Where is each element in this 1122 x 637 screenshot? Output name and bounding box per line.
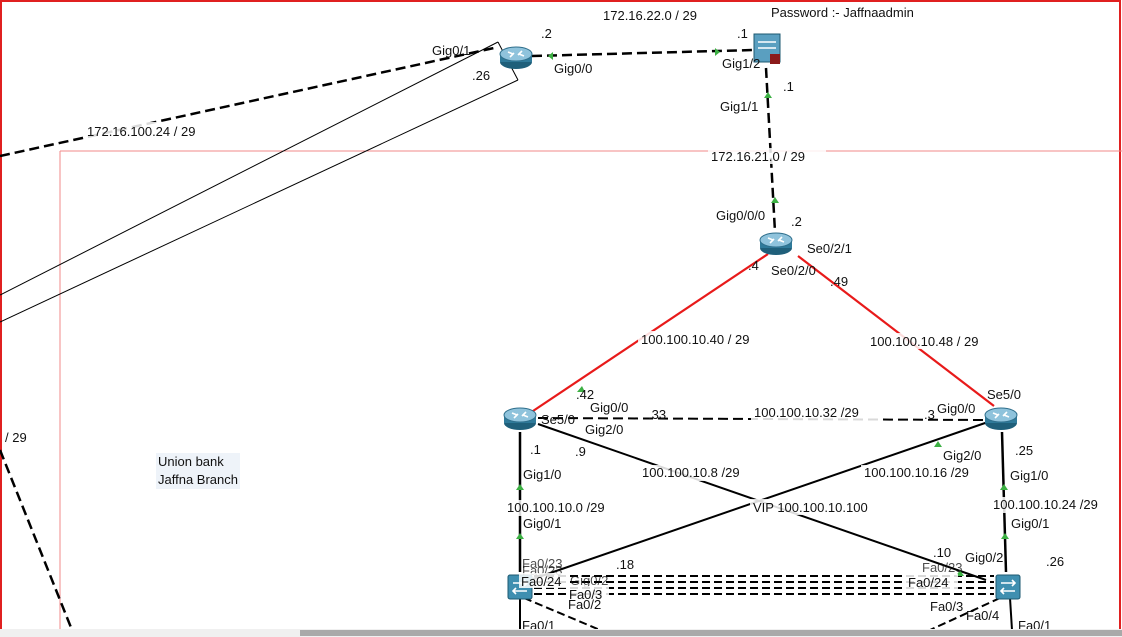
link-diag-thin-2 — [0, 79, 519, 323]
interface-label: Fa0/23 — [922, 560, 962, 575]
link-left-down — [0, 449, 74, 631]
scrollbar-thumb[interactable] — [300, 630, 1122, 636]
ip-label: .3 — [924, 407, 935, 422]
network-label-172-21: 172.16.21.0 / 29 — [711, 149, 805, 164]
interface-label: Gig1/0 — [523, 467, 561, 482]
interface-label: Gig0/0/0 — [716, 208, 765, 223]
right-switch-icon[interactable] — [995, 574, 1021, 600]
interface-label: Gig0/1 — [1011, 516, 1049, 531]
right-router-icon[interactable] — [984, 407, 1018, 431]
network-label-10-40: 100.100.10.40 / 29 — [641, 332, 749, 347]
interface-label: Se0/2/0 — [771, 263, 816, 278]
ip-label: .1 — [783, 79, 794, 94]
link-serial-right — [797, 255, 995, 407]
link-right-switch-down-2 — [1009, 597, 1013, 631]
ip-label: .49 — [830, 274, 848, 289]
ip-label: .26 — [472, 68, 490, 83]
interface-label: Fa0/24 — [908, 575, 948, 590]
link-left-switch-down-1 — [523, 597, 601, 631]
interface-label: Fa0/23 — [522, 556, 562, 571]
interface-label: Gig0/1 — [432, 43, 470, 58]
interface-label: Se5/0 — [541, 412, 575, 427]
vip-label: VIP 100.100.10.100 — [753, 500, 868, 515]
ip-label: .42 — [576, 387, 594, 402]
ip-label: .1 — [530, 442, 541, 457]
interface-label: Fa0/2 — [568, 597, 601, 612]
interface-label: Gig2/0 — [585, 422, 623, 437]
interface-label: Fa0/3 — [930, 599, 963, 614]
interface-label: Gig1/1 — [720, 99, 758, 114]
network-labels: Password :- Jaffnaadmin 172.16.22.0 / 29… — [2, 5, 1118, 633]
link-right-switch-down-1 — [929, 597, 1001, 631]
ip-label: .26 — [1046, 554, 1064, 569]
link-left-wan — [0, 46, 495, 158]
interface-label: Gig0/0 — [590, 400, 628, 415]
password-label: Password :- Jaffnaadmin — [771, 5, 914, 20]
interface-label: Gig1/2 — [722, 56, 760, 71]
network-label-172-100: 172.16.100.24 / 29 — [87, 124, 195, 139]
ip-label: .4 — [748, 258, 759, 273]
top-router-icon[interactable] — [499, 46, 533, 70]
interface-label: Gig0/0 — [937, 401, 975, 416]
partial-network-label: / 29 — [5, 430, 27, 445]
ip-label: .1 — [737, 26, 748, 41]
ip-label: .9 — [575, 444, 586, 459]
network-label-172-22: 172.16.22.0 / 29 — [603, 8, 697, 23]
network-label-10-32: 100.100.10.32 /29 — [754, 405, 859, 420]
branch-note[interactable]: Union bank Jaffna Branch — [156, 453, 240, 489]
ip-label: .10 — [933, 545, 951, 560]
network-label-10-0: 100.100.10.0 /29 — [507, 500, 605, 515]
ip-label: .18 — [616, 557, 634, 572]
interface-label: Gig0/0 — [554, 61, 592, 76]
interface-label: Gig0/2 — [965, 550, 1003, 565]
horizontal-scrollbar[interactable] — [0, 629, 1122, 637]
link-top-router-switch — [531, 48, 755, 58]
ip-label: .2 — [541, 26, 552, 41]
network-label-10-8: 100.100.10.8 /29 — [642, 465, 740, 480]
interface-label: Gig1/0 — [1010, 468, 1048, 483]
isp-router-icon[interactable] — [759, 232, 793, 256]
network-label-10-16: 100.100.10.16 /29 — [864, 465, 969, 480]
interface-label: Fa0/4 — [966, 608, 999, 623]
ip-label: .2 — [791, 214, 802, 229]
network-label-10-24: 100.100.10.24 /29 — [993, 497, 1098, 512]
interface-label: Se5/0 — [987, 387, 1021, 402]
interface-label: Fa0/3 — [569, 587, 602, 602]
branch-note-line1: Union bank — [158, 454, 224, 469]
interface-label: Fa0/24 — [521, 574, 561, 589]
port-status-indicators — [516, 48, 1009, 576]
interface-label: Gig0/1 — [523, 516, 561, 531]
ip-label: .25 — [1015, 443, 1033, 458]
link-diag-thin-1 — [0, 41, 499, 296]
interface-label: Gig2/0 — [943, 448, 981, 463]
top-multilayer-switch-icon[interactable] — [753, 33, 781, 64]
interface-label: Se0/2/1 — [807, 241, 852, 256]
branch-note-line2: Jaffna Branch — [158, 472, 238, 487]
network-label-10-48: 100.100.10.48 / 29 — [870, 334, 978, 349]
left-router-icon[interactable] — [503, 407, 537, 431]
ip-label: .33 — [648, 407, 666, 422]
interface-label: Gig0/2 — [570, 573, 608, 588]
